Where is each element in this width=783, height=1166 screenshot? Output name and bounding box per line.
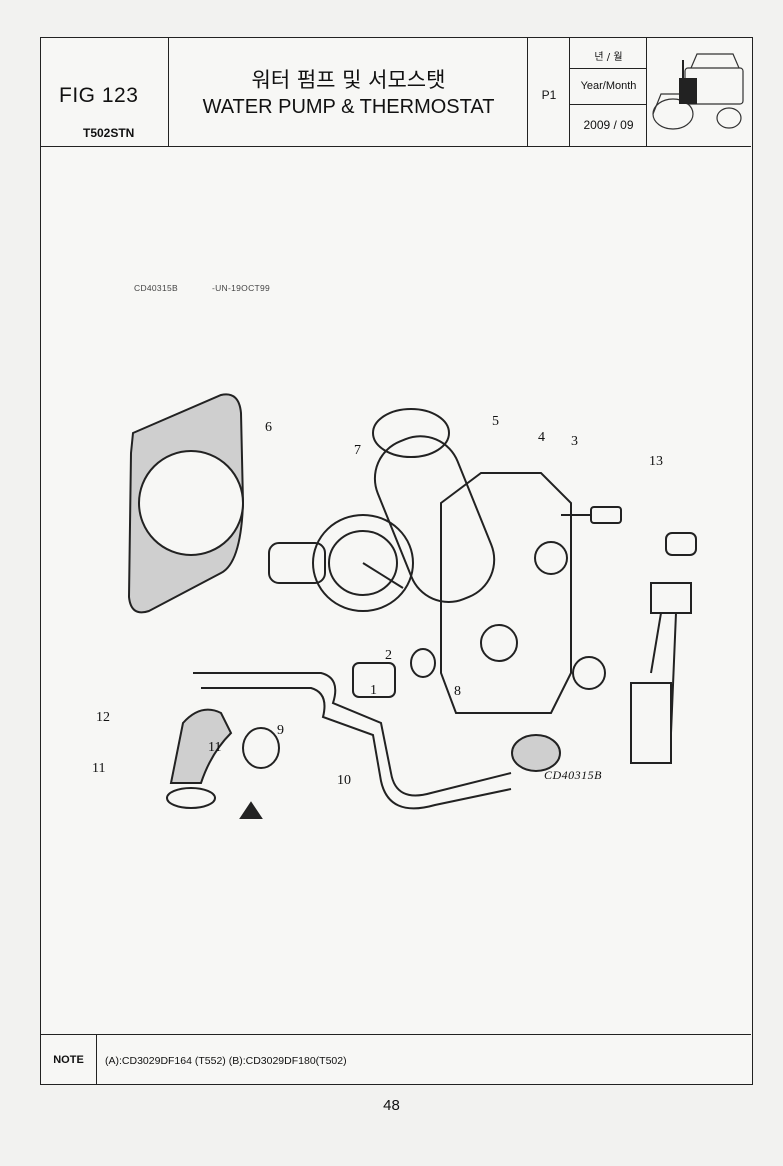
drawing-reference: CD40315B -UN-19OCT99 xyxy=(134,283,304,293)
callout-7: 7 xyxy=(354,443,361,458)
hose-part xyxy=(193,672,512,797)
sensor-part xyxy=(630,582,692,764)
page-number: 48 xyxy=(383,1097,400,1114)
thermostat-part xyxy=(312,514,414,612)
clamp-part xyxy=(242,727,280,769)
callout-11b: 11 xyxy=(92,761,106,776)
callout-9: 9 xyxy=(277,723,284,738)
fig-cell: FIG 123 T502STN xyxy=(41,38,169,146)
note-label: NOTE xyxy=(41,1035,97,1085)
note-row: NOTE (A):CD3029DF164 (T552) (B):CD3029DF… xyxy=(41,1034,751,1085)
callout-1: 1 xyxy=(370,683,377,698)
callout-13: 13 xyxy=(649,454,663,469)
filter-part xyxy=(511,734,561,772)
fig-label: FIG 123 xyxy=(59,84,139,107)
elbow-part xyxy=(169,708,233,784)
year-month-cell: 년 / 월 Year/Month 2009 / 09 xyxy=(570,38,647,146)
title-korean: 워터 펌프 및 서모스탯 xyxy=(251,68,446,92)
title-cell: 워터 펌프 및 서모스탯 WATER PUMP & THERMOSTAT xyxy=(169,38,528,146)
header-table: FIG 123 T502STN 워터 펌프 및 서모스탯 WATER PUMP … xyxy=(41,38,751,147)
year-month-korean: 년 / 월 xyxy=(594,52,623,63)
drain-plug-part xyxy=(352,662,396,698)
callout-3: 3 xyxy=(571,434,578,449)
exploded-parts-diagram xyxy=(127,393,697,819)
title-english: WATER PUMP & THERMOSTAT xyxy=(202,96,495,118)
page-code: P1 xyxy=(541,88,557,102)
note-text: (A):CD3029DF164 (T552) (B):CD3029DF180(T… xyxy=(105,1055,347,1067)
callout-10: 10 xyxy=(337,773,351,788)
washer-part xyxy=(410,648,436,678)
figure-code: CD40315B xyxy=(544,768,602,782)
water-pump-housing xyxy=(440,472,572,714)
year-month-label: Year/Month xyxy=(580,80,637,92)
callout-5: 5 xyxy=(492,414,499,429)
callout-6: 6 xyxy=(265,420,272,435)
callout-4: 4 xyxy=(538,430,545,445)
callout-8: 8 xyxy=(454,684,461,699)
tractor-icon xyxy=(652,53,744,130)
model-code: T502STN xyxy=(83,126,135,140)
reference-stamp: -UN-19OCT99 xyxy=(211,283,271,293)
plug-part xyxy=(665,532,697,556)
callout-11a: 11 xyxy=(208,740,222,755)
year-month-date: 2009 / 09 xyxy=(583,118,634,132)
document-frame: FIG 123 T502STN 워터 펌프 및 서모스탯 WATER PUMP … xyxy=(40,37,753,1085)
page-cell: P1 xyxy=(528,38,570,146)
reference-code: CD40315B xyxy=(134,283,178,293)
callout-2: 2 xyxy=(385,648,392,663)
bolt-part xyxy=(590,506,622,524)
callout-12: 12 xyxy=(96,710,110,725)
tractor-icon-cell xyxy=(647,38,752,146)
